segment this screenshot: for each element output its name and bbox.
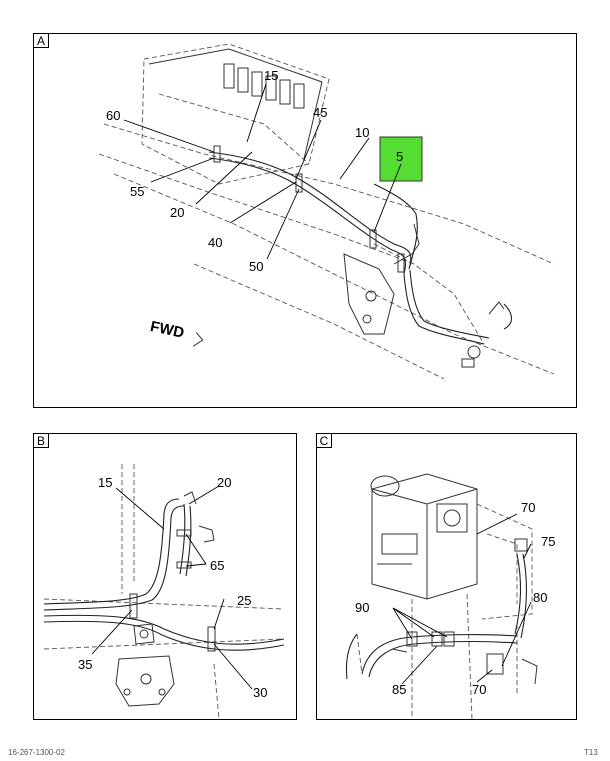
panel-a-label: A xyxy=(33,33,49,48)
leader-lines-a xyxy=(123,83,402,260)
panel-c-drawing: 70 75 90 80 85 70 xyxy=(345,473,555,720)
module-assembly-c xyxy=(370,473,533,620)
panel-a-drawing: 15 60 45 10 5 55 20 40 50 FWD xyxy=(98,43,555,380)
callout-75: 75 xyxy=(541,534,555,549)
frame-rail-outline xyxy=(98,123,555,380)
panel-b-label: B xyxy=(33,433,49,448)
callout-15: 15 xyxy=(98,475,112,490)
callout-60: 60 xyxy=(106,108,120,123)
callout-90: 90 xyxy=(355,600,369,615)
callout-5: 5 xyxy=(396,149,403,164)
panel-b-drawing: 15 20 65 25 35 30 xyxy=(43,464,285,720)
callout-70-upper: 70 xyxy=(521,500,535,515)
harness-clamps xyxy=(213,145,405,273)
panel-c: C xyxy=(316,433,577,720)
callout-35: 35 xyxy=(78,657,92,672)
leader-lines-b xyxy=(91,485,253,690)
leader-lines-c xyxy=(392,513,532,685)
harness-b xyxy=(43,498,285,651)
callout-85: 85 xyxy=(392,682,406,697)
callout-50: 50 xyxy=(249,259,263,274)
clamps-c xyxy=(391,538,538,685)
fwd-label: FWD xyxy=(149,318,186,342)
mounting-bracket xyxy=(343,223,420,335)
callout-30: 30 xyxy=(253,685,267,700)
callout-55: 55 xyxy=(130,184,144,199)
panel-c-label: C xyxy=(316,433,332,448)
page-code: T13 xyxy=(584,748,598,757)
panel-a: A xyxy=(33,33,577,408)
document-number: 16-267-1300-02 xyxy=(8,748,65,757)
callout-65: 65 xyxy=(210,558,224,573)
highlight-box xyxy=(379,136,423,182)
callout-15: 15 xyxy=(264,68,278,83)
callout-10: 10 xyxy=(355,125,369,140)
callout-25: 25 xyxy=(237,593,251,608)
harness-c xyxy=(345,553,528,680)
frame-outline-b xyxy=(43,464,285,720)
electronic-module-housing xyxy=(141,43,330,185)
callout-70-lower: 70 xyxy=(472,682,486,697)
forward-direction-indicator: FWD xyxy=(149,318,204,347)
callout-20: 20 xyxy=(170,205,184,220)
callout-80: 80 xyxy=(533,590,547,605)
callout-20: 20 xyxy=(217,475,231,490)
bracket-b xyxy=(115,623,175,707)
panel-b: B xyxy=(33,433,297,720)
clamps-b xyxy=(129,491,216,652)
callout-45: 45 xyxy=(313,105,327,120)
callout-40: 40 xyxy=(208,235,222,250)
